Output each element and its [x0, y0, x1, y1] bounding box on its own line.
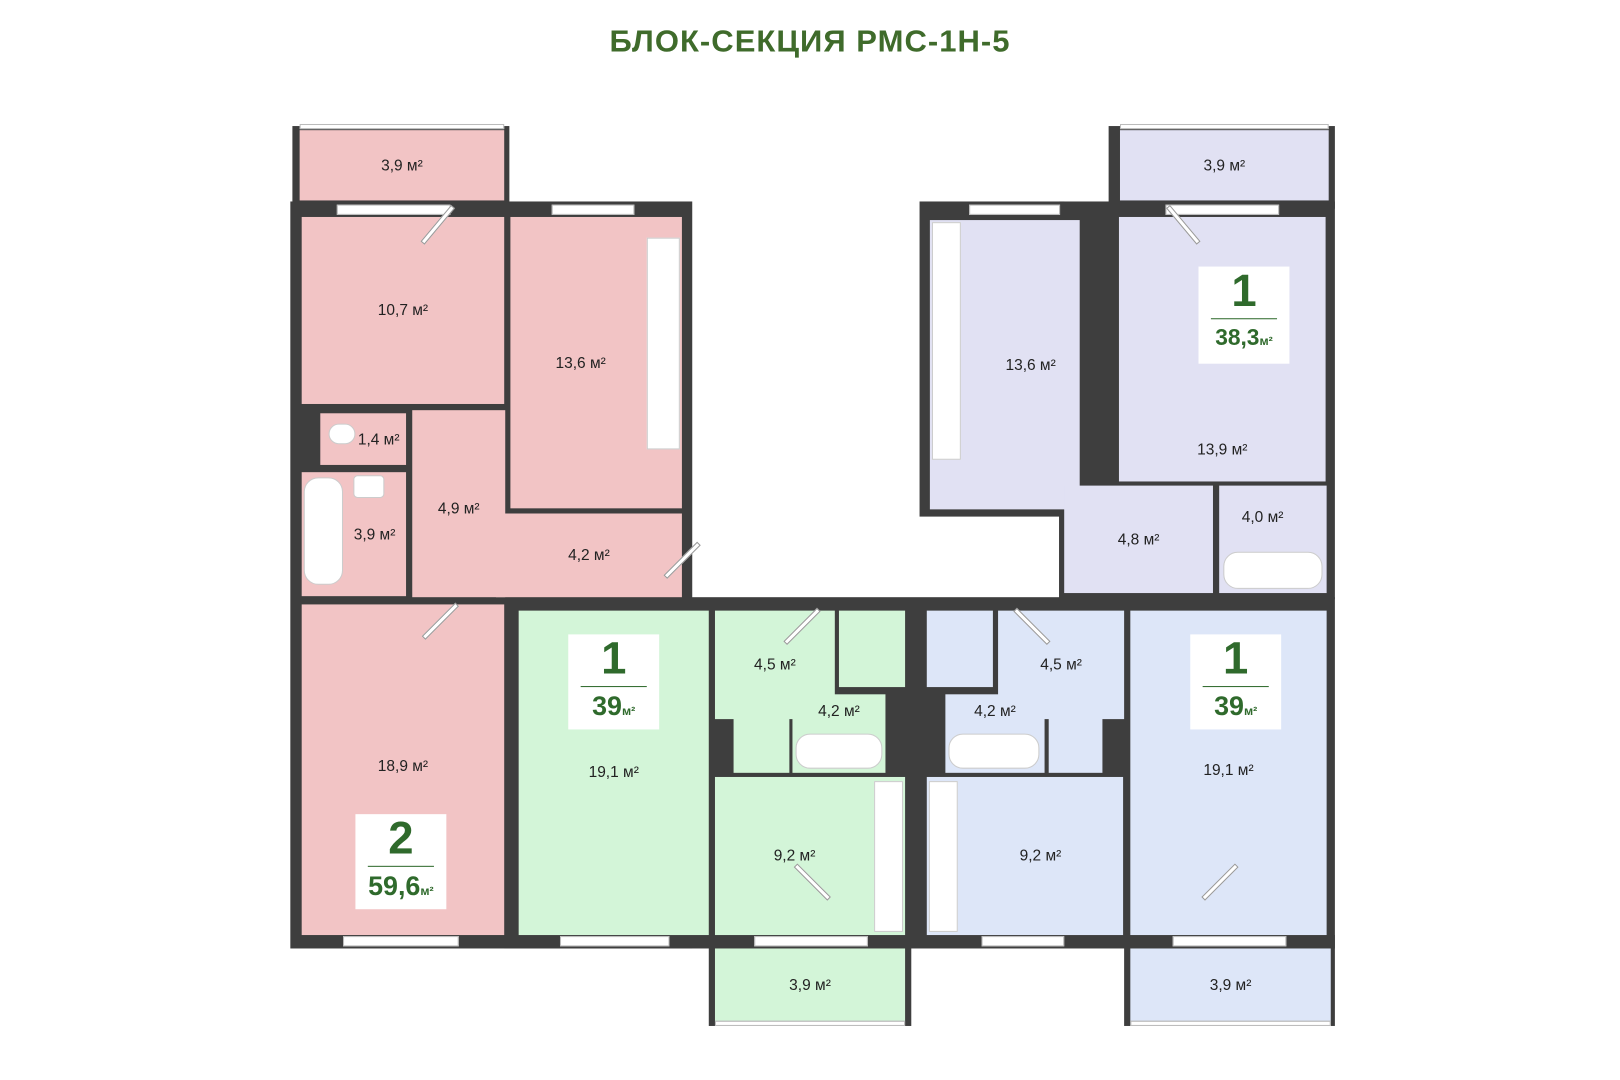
room-area: 4,2 м²: [568, 546, 610, 565]
pink-hall: 4,9 м²: [412, 410, 506, 598]
area-unit: м²: [1243, 703, 1258, 719]
area-unit: м²: [420, 883, 434, 898]
bathtub-icon: [303, 477, 344, 585]
room-area: 1,4 м²: [357, 430, 400, 448]
total-area: 38,3: [1215, 324, 1260, 351]
sink-icon: [353, 475, 385, 499]
window: [559, 936, 670, 947]
room-area: 4,9 м²: [437, 500, 480, 518]
green-hall-lower: [733, 712, 790, 773]
room-area: 19,1 м²: [1203, 761, 1254, 780]
window: [981, 936, 1065, 947]
area-unit: м²: [1259, 333, 1273, 349]
room-area: 3,9 м²: [1209, 975, 1252, 994]
window: [1130, 1020, 1331, 1026]
divider: [1210, 318, 1278, 320]
divider: [580, 686, 647, 688]
room-area: 3,9 м²: [789, 975, 831, 994]
room-area: 9,2 м²: [1019, 847, 1062, 865]
room-area: 13,6 м²: [555, 353, 606, 372]
total-area: 39: [1214, 690, 1244, 722]
kitchen-counter-icon: [874, 781, 904, 932]
room-area: 4,8 м²: [1117, 530, 1160, 549]
pink-balcony: 3,9 м²: [299, 130, 505, 201]
divider: [367, 865, 434, 867]
green-kitchen: 9,2 м²: [714, 776, 906, 936]
bathtub-icon: [1223, 551, 1323, 589]
apartment-badge-blue: 1 39м²: [1190, 633, 1282, 730]
room-area: 4,5 м²: [754, 656, 796, 674]
blue-hall: 4,5 м²: [998, 610, 1125, 720]
room-area: 3,9 м²: [353, 525, 396, 543]
blue-balcony: 3,9 м²: [1130, 948, 1331, 1021]
pink-bedroom: 10,7 м²: [301, 216, 505, 404]
window: [1165, 204, 1280, 215]
room-area: 18,9 м²: [377, 757, 429, 775]
total-area: 59,6: [368, 869, 421, 901]
kitchen-counter-icon: [928, 781, 958, 932]
room-count: 1: [1223, 633, 1249, 684]
room-area: 10,7 м²: [377, 301, 429, 320]
toilet-icon: [328, 423, 356, 445]
apartment-badge-lavender: 1 38,3м²: [1198, 265, 1290, 364]
room-area: 9,2 м²: [773, 847, 816, 865]
blue-hall-lower: [1048, 712, 1103, 773]
room-area: 4,2 м²: [974, 702, 1016, 721]
room-count: 2: [388, 813, 414, 864]
window: [343, 936, 459, 947]
room-area: 4,0 м²: [1241, 508, 1284, 526]
window: [714, 1020, 906, 1026]
window: [1119, 123, 1329, 130]
window: [299, 123, 505, 130]
room-count: 1: [1231, 265, 1257, 317]
window: [1172, 936, 1287, 947]
room-area: 3,9 м²: [381, 156, 423, 175]
bathtub-icon: [795, 733, 883, 769]
page-title: БЛОК-СЕКЦИЯ РМС-1Н-5: [609, 24, 1011, 59]
window: [336, 204, 451, 215]
lavender-balcony: 3,9 м²: [1119, 130, 1329, 201]
green-wc: [838, 610, 906, 688]
bathtub-icon: [948, 733, 1040, 769]
area-unit: м²: [622, 703, 636, 719]
room-area: 13,6 м²: [1005, 355, 1056, 374]
apartment-badge-green: 1 39м²: [568, 633, 660, 730]
window: [551, 204, 635, 215]
green-balcony: 3,9 м²: [714, 948, 906, 1021]
room-area: 3,9 м²: [1203, 156, 1246, 175]
apartment-badge-pink: 2 59,6м²: [355, 813, 447, 910]
blue-kitchen: 9,2 м²: [926, 776, 1124, 936]
room-count: 1: [601, 633, 627, 684]
room-area: 13,9 м²: [1197, 441, 1248, 459]
window: [969, 204, 1061, 215]
kitchen-counter-icon: [931, 222, 961, 460]
room-area: 4,2 м²: [818, 702, 860, 721]
divider: [1202, 686, 1269, 688]
room-area: 4,5 м²: [1040, 656, 1082, 674]
blue-wc: [926, 610, 993, 688]
room-area: 19,1 м²: [588, 763, 639, 782]
lavender-hall: 4,8 м²: [1064, 485, 1213, 594]
kitchen-counter-icon: [646, 237, 680, 450]
pink-corridor: 4,2 м²: [495, 513, 682, 598]
window: [754, 936, 868, 947]
total-area: 39: [592, 690, 623, 722]
